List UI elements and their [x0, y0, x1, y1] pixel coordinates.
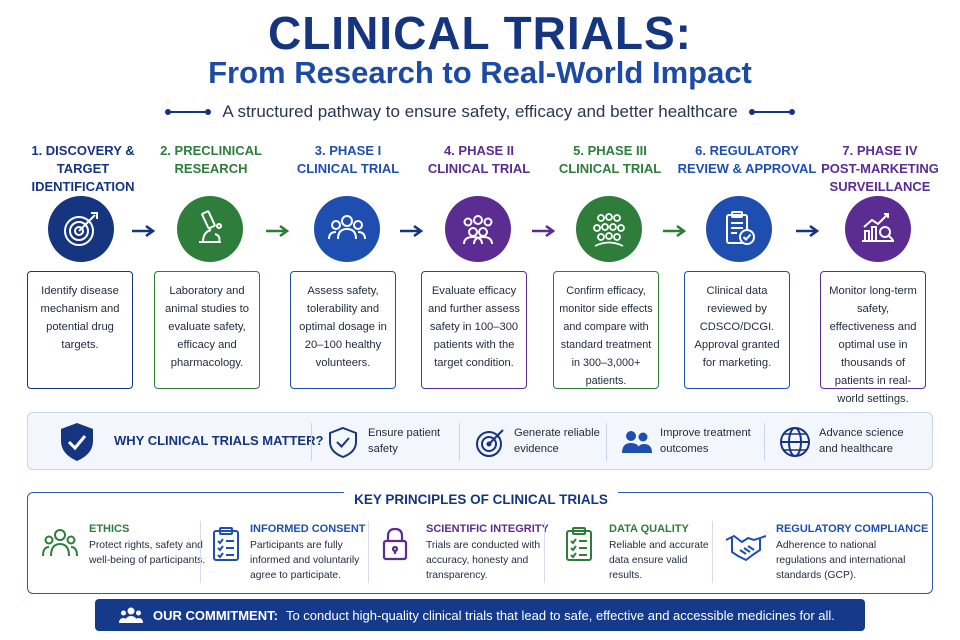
- lock-icon: [382, 527, 408, 561]
- divider: [368, 521, 369, 583]
- checklist-icon: [566, 527, 592, 561]
- clipboard-icon: [213, 527, 239, 561]
- step-description-6: Clinical data reviewed by CDSCO/DCGI. Ap…: [684, 271, 790, 389]
- step-title-6: 6. REGULATORY REVIEW & APPROVAL: [677, 143, 817, 176]
- divider: [712, 521, 713, 583]
- step-title-1: 1. DISCOVERY & TARGET IDENTIFICATION: [31, 143, 135, 194]
- commitment-label: OUR COMMITMENT:: [153, 607, 278, 623]
- divider: [544, 521, 545, 583]
- step-description-5: Confirm efficacy, monitor side effects a…: [553, 271, 659, 389]
- target-icon: [48, 196, 114, 262]
- principle-name-3: SCIENTIFIC INTEGRITY: [426, 523, 549, 535]
- arrow-right-icon: [663, 224, 687, 238]
- principle-desc-5: Adherence to national regulations and in…: [776, 540, 906, 581]
- people-icon: [314, 196, 380, 262]
- shield-check-icon: [329, 426, 357, 459]
- step-title-2: 2. PRECLINICAL RESEARCH: [160, 143, 262, 176]
- principle-desc-4: Reliable and accurate data ensure valid …: [609, 540, 709, 581]
- microscope-icon: [177, 196, 243, 262]
- divider: [606, 423, 607, 461]
- principle-name-2: INFORMED CONSENT: [250, 523, 366, 535]
- users-icon: [119, 607, 143, 623]
- commitment-text: To conduct high-quality clinical trials …: [285, 607, 835, 623]
- step-description-2: Laboratory and animal studies to evaluat…: [154, 271, 260, 389]
- bullseye-icon: [476, 429, 504, 457]
- step-title-5: 5. PHASE III CLINICAL TRIAL: [558, 143, 662, 176]
- globe-icon: [780, 427, 810, 457]
- matter-item-3: Improve treatment outcomes: [660, 427, 751, 455]
- handshake-icon: [725, 534, 767, 562]
- crowd-icon: [576, 196, 642, 262]
- users-icon: [622, 431, 652, 453]
- key-principles-panel: KEY PRINCIPLES OF CLINICAL TRIALS ETHICS…: [27, 492, 933, 594]
- clipboard-check-icon: [706, 196, 772, 262]
- why-trials-matter-title: WHY CLINICAL TRIALS MATTER?: [114, 433, 324, 448]
- why-trials-matter-panel: WHY CLINICAL TRIALS MATTER? Ensure patie…: [27, 412, 933, 470]
- commitment-banner: OUR COMMITMENT: To conduct high-quality …: [95, 599, 865, 631]
- step-description-4: Evaluate efficacy and further assess saf…: [421, 271, 527, 389]
- divider: [200, 521, 201, 583]
- arrow-right-icon: [400, 224, 424, 238]
- principles-title-row: KEY PRINCIPLES OF CLINICAL TRIALS: [28, 491, 934, 509]
- matter-item-2: Generate reliable evidence: [514, 427, 600, 455]
- arrow-right-icon: [266, 224, 290, 238]
- arrow-right-icon: [132, 224, 156, 238]
- divider: [459, 423, 460, 461]
- tagline: A structured pathway to ensure safety, e…: [222, 102, 738, 121]
- divider: [311, 423, 312, 461]
- principle-desc-1: Protect rights, safety and well-being of…: [89, 540, 206, 566]
- arrow-right-icon: [796, 224, 820, 238]
- matter-item-1: Ensure patient safety: [368, 427, 441, 455]
- principle-name-1: ETHICS: [89, 523, 130, 535]
- principle-desc-2: Participants are fully informed and volu…: [250, 540, 360, 581]
- matter-item-4: Advance science and healthcare: [819, 427, 904, 455]
- tagline-right-line: [748, 109, 795, 115]
- people-icon: [42, 529, 78, 557]
- step-title-4: 4. PHASE II CLINICAL TRIAL: [427, 143, 531, 176]
- chart-magnifier-icon: [845, 196, 911, 262]
- principle-name-5: REGULATORY COMPLIANCE: [776, 523, 929, 535]
- tagline-left-line: [165, 109, 212, 115]
- step-title-7: 7. PHASE IV POST-MARKETING SURVEILLANCE: [821, 143, 939, 194]
- step-description-3: Assess safety, tolerability and optimal …: [290, 271, 396, 389]
- principle-name-4: DATA QUALITY: [609, 523, 689, 535]
- tagline-row: A structured pathway to ensure safety, e…: [0, 100, 960, 124]
- arrow-right-icon: [532, 224, 556, 238]
- principle-desc-3: Trials are conducted with accuracy, hone…: [426, 540, 541, 581]
- shield-check-icon: [61, 423, 93, 461]
- step-description-7: Monitor long-term safety, effectiveness …: [820, 271, 926, 405]
- principles-title: KEY PRINCIPLES OF CLINICAL TRIALS: [344, 492, 618, 507]
- step-description-1: Identify disease mechanism and potential…: [27, 271, 133, 389]
- divider: [764, 423, 765, 461]
- group-icon: [445, 196, 511, 262]
- page-subtitle: From Research to Real-World Impact: [208, 55, 752, 90]
- page-title: CLINICAL TRIALS:: [267, 7, 692, 59]
- step-title-3: 3. PHASE I CLINICAL TRIAL: [296, 143, 400, 176]
